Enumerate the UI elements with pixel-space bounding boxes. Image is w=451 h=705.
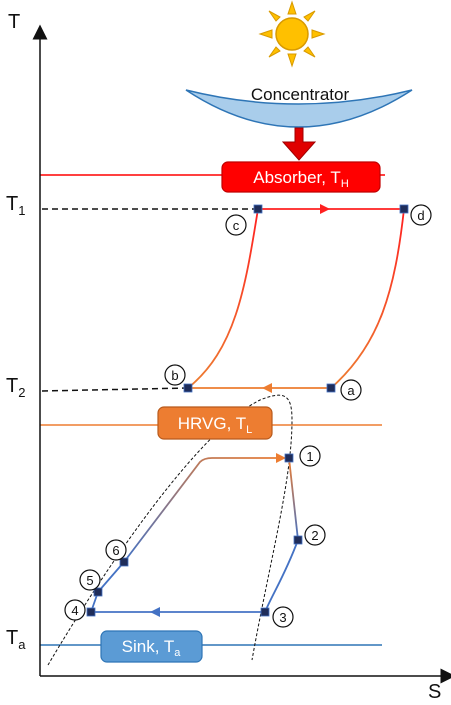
label-5: 5	[79, 569, 101, 591]
svg-text:HRVG, TL: HRVG, TL	[178, 414, 252, 436]
top-cycle	[187, 204, 405, 393]
flow-arrow-34	[150, 607, 160, 617]
tick-ta: Ta	[6, 627, 26, 652]
absorber-box: Absorber, TH	[221, 161, 381, 193]
label-6: 6	[105, 539, 127, 561]
marker-a	[326, 383, 336, 393]
svg-text:6: 6	[112, 543, 119, 558]
concentrator-label: Concentrator	[251, 85, 350, 104]
svg-text:Sink, Ta: Sink, Ta	[122, 637, 182, 659]
marker-2	[293, 535, 303, 545]
flow-arrow-ab	[262, 383, 272, 393]
marker-1	[284, 453, 294, 463]
sun-icon	[258, 0, 326, 68]
label-2: 2	[304, 524, 326, 546]
saturation-dome	[47, 394, 293, 666]
label-3: 3	[272, 606, 294, 628]
x-axis-label: S	[428, 681, 441, 703]
label-4: 4	[64, 599, 86, 621]
hrvg-label: HRVG, T	[178, 414, 246, 433]
svg-text:a: a	[347, 383, 355, 398]
state-markers	[86, 204, 409, 617]
marker-d	[399, 204, 409, 214]
energy-arrow	[281, 127, 317, 161]
y-axis-label: T	[8, 11, 20, 33]
flow-arrow-cd	[320, 204, 330, 214]
sink-label: Sink, T	[122, 637, 175, 656]
label-d: d	[410, 204, 432, 226]
label-b: b	[164, 364, 186, 386]
svg-text:d: d	[417, 208, 424, 223]
marker-4	[86, 607, 96, 617]
label-c: c	[225, 214, 247, 236]
state-labels: c d b a 1 2 3 4 5 6	[64, 204, 432, 628]
hrvg-sub: L	[246, 424, 252, 436]
flow-arrow-61	[276, 453, 286, 463]
marker-b	[183, 383, 193, 393]
svg-text:4: 4	[71, 603, 78, 618]
svg-text:3: 3	[279, 610, 286, 625]
svg-text:5: 5	[86, 573, 93, 588]
bottom-cycle	[90, 453, 299, 617]
tick-t1: T1	[6, 193, 25, 218]
tick-t2: T2	[6, 375, 25, 400]
svg-text:2: 2	[311, 528, 318, 543]
label-a: a	[340, 379, 362, 401]
marker-5	[93, 587, 103, 597]
svg-text:b: b	[171, 368, 178, 383]
hrvg-box: HRVG, TL	[157, 406, 273, 440]
absorber-label: Absorber, T	[253, 168, 341, 187]
sink-box: Sink, Ta	[100, 630, 203, 663]
svg-text:Absorber, TH: Absorber, TH	[253, 168, 349, 190]
svg-text:c: c	[233, 218, 240, 233]
label-1: 1	[299, 445, 321, 467]
marker-c	[253, 204, 263, 214]
marker-6	[119, 557, 129, 567]
marker-3	[260, 607, 270, 617]
concentrator-dish	[185, 89, 413, 128]
svg-text:1: 1	[306, 449, 313, 464]
absorber-sub: H	[341, 178, 349, 190]
t2-dashed-line	[41, 387, 189, 392]
sink-sub: a	[174, 647, 181, 659]
